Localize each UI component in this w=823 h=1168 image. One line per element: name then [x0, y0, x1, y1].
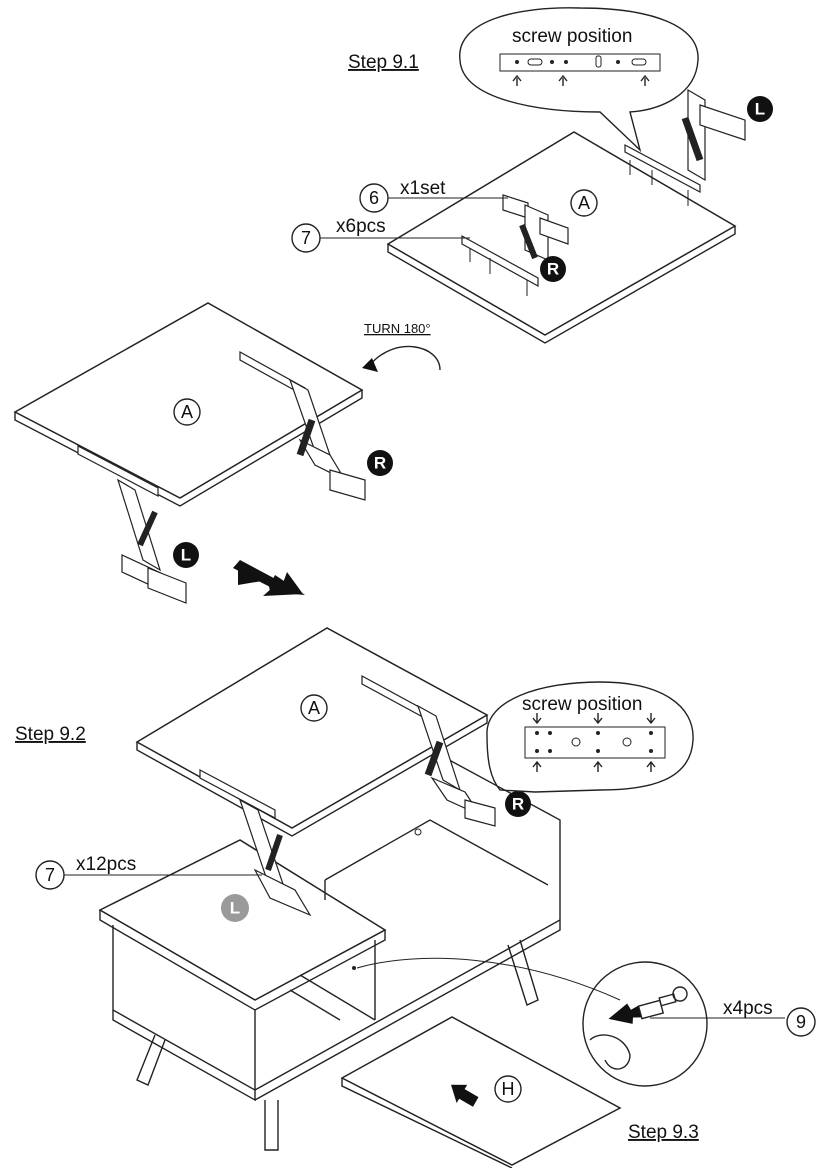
hinge-left-flipped: L [77, 445, 199, 604]
part-7-number-b: 7 [45, 865, 55, 885]
rotate-arrow-icon [369, 345, 441, 371]
slide-arrow-icon [451, 1084, 479, 1107]
hinge-right-step-9-1: R [461, 194, 569, 296]
screw-position-callout-mid: screw position [486, 681, 694, 793]
badge-l-3: L [230, 899, 240, 918]
part-6-qty: x1set [400, 178, 446, 199]
arrow-down-icon [532, 713, 542, 725]
part-7-qty-a: x6pcs [336, 216, 386, 237]
push-arrow-icon [608, 1003, 642, 1024]
badge-r-2: R [374, 454, 386, 473]
bracket-plate-mid [524, 726, 666, 759]
part-7-qty-b: x12pcs [76, 854, 136, 875]
part-7-callout-a: 7 x6pcs [291, 216, 470, 253]
panel-h-board: H [340, 1016, 622, 1168]
step-9-3-label: Step 9.3 [628, 1122, 699, 1143]
screw-position-title-mid: screw position [522, 694, 642, 715]
table-body [98, 754, 561, 1151]
arrow-up-icon [640, 74, 650, 86]
arrow-up-icon [512, 74, 522, 86]
arrow-down-icon [646, 713, 656, 725]
step-9-1-label: Step 9.1 [348, 52, 419, 73]
arrow-up-icon [646, 760, 656, 772]
arrow-up-icon [593, 760, 603, 772]
hinge-right-raised: R [361, 674, 531, 836]
step-9-2-label: Step 9.2 [15, 724, 86, 745]
screw-position-callout-top: screw position [459, 7, 699, 153]
badge-l-2: L [181, 546, 191, 565]
dowel-callout: x4pcs 9 [356, 957, 816, 1087]
panel-label-a-1: A [578, 193, 590, 213]
badge-r-3: R [512, 795, 524, 814]
badge-l-1: L [755, 100, 765, 119]
tabletop-a-flipped [13, 302, 364, 507]
part-6-number: 6 [369, 188, 379, 208]
part-9-qty: x4pcs [723, 998, 773, 1019]
panel-label-a-2: A [181, 402, 193, 422]
hinge-right-flipped: R [239, 350, 393, 501]
part-6-callout: 6 x1set [359, 178, 508, 213]
badge-r-circle [540, 256, 566, 282]
panel-label-h: H [502, 1079, 515, 1099]
bracket-plate-top [499, 53, 661, 72]
screw-position-title-top: screw position [512, 26, 632, 47]
arrow-down-icon [593, 713, 603, 725]
part-7-number-a: 7 [301, 228, 311, 248]
badge-l-circle [747, 96, 773, 122]
hinge-left-raised: L [199, 769, 312, 922]
panel-label-a-3: A [308, 698, 320, 718]
turn-180-label: TURN 180° [364, 321, 431, 336]
part-7-callout-b: 7 x12pcs [35, 854, 262, 890]
arrow-up-icon [532, 760, 542, 772]
part-9-number: 9 [796, 1012, 806, 1032]
badge-r-1: R [547, 260, 559, 279]
arrow-up-icon [558, 74, 568, 86]
hinge-left-step-9-1: L [624, 88, 773, 206]
